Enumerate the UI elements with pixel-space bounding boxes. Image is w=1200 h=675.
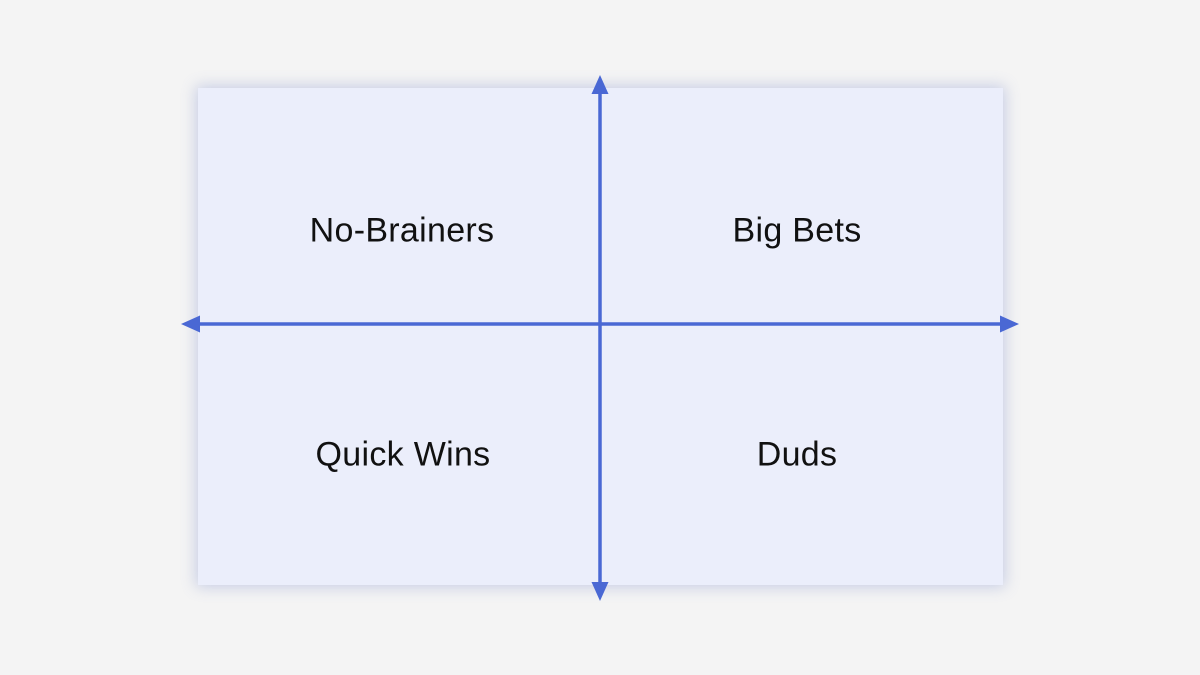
quadrant-label-top-left: No-Brainers [309, 211, 495, 250]
quadrant-panel [198, 88, 1003, 585]
quadrant-label-top-right: Big Bets [732, 211, 862, 250]
quadrant-label-bottom-left: Quick Wins [315, 435, 491, 474]
quadrant-label-bottom-right: Duds [756, 435, 838, 474]
